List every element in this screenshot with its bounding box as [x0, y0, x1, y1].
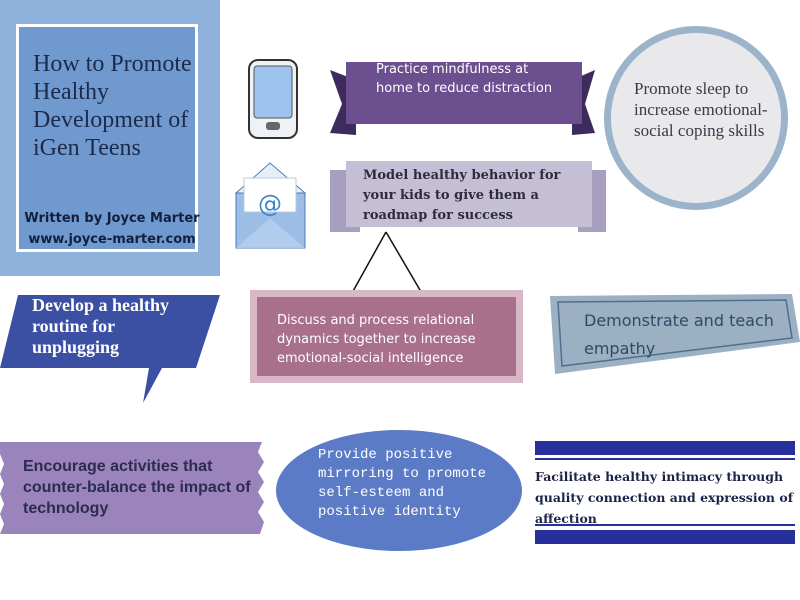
- tip-mindfulness: Practice mindfulness at home to reduce d…: [376, 62, 553, 96]
- sleep-circle: [604, 26, 788, 210]
- tip-mirroring: Provide positive mirroring to promote se…: [318, 447, 487, 520]
- empathy-box-shape: [550, 294, 800, 374]
- email-envelope-icon: @: [234, 162, 307, 249]
- tip-model-behavior: Model healthy behavior for your kids to …: [363, 168, 561, 223]
- author-name: Written by Joyce Marter: [24, 211, 200, 226]
- ribbon-shape: [330, 62, 595, 135]
- svg-text:@: @: [258, 190, 282, 218]
- author-credit: Written by Joyce Marter www.joyce-marter…: [22, 208, 202, 250]
- relational-box-inner: [257, 297, 516, 376]
- page-title: How to Promote Healthy Development of iG…: [33, 51, 192, 161]
- smartphone-icon: [248, 59, 298, 139]
- mirroring-ellipse: [276, 430, 522, 551]
- title-card-frame: [16, 24, 198, 252]
- activities-box-shape: [0, 442, 264, 534]
- banner-shape: [330, 161, 606, 232]
- intimacy-bars: [535, 441, 795, 544]
- tip-activities: Encourage activities that counter-balanc…: [23, 458, 251, 517]
- tip-routine: Develop a healthy routine for unplugging: [32, 295, 169, 357]
- tip-empathy: Demonstrate and teach empathy: [584, 311, 774, 358]
- author-website: www.joyce-marter.com: [28, 232, 196, 247]
- tip-intimacy: Facilitate healthy intimacy through qual…: [535, 469, 794, 526]
- routine-bubble-shape: [0, 295, 220, 403]
- tip-sleep: Promote sleep to increase emotional-soci…: [634, 79, 768, 140]
- tip-relational: Discuss and process relational dynamics …: [277, 313, 476, 366]
